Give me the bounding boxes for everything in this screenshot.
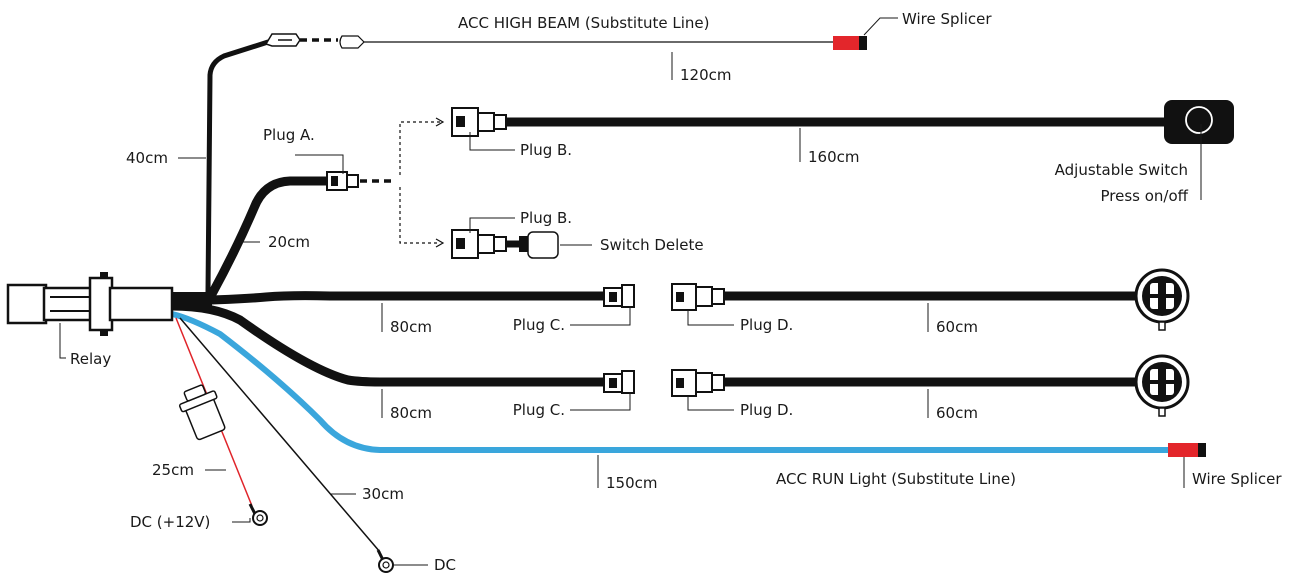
label-60cm-lower: 60cm (936, 404, 978, 422)
branch-dotted-up (399, 121, 440, 175)
label-plug-a: Plug A. (263, 126, 315, 144)
leader-lines (59, 17, 1202, 566)
text-labels: ACC HIGH BEAM (Substitute Line) Wire Spl… (70, 10, 1282, 574)
label-plug-d-lower: Plug D. (740, 401, 793, 419)
label-120cm: 120cm (680, 66, 732, 84)
lower-80-wire (171, 301, 604, 387)
high-beam-ring-terminal (264, 33, 301, 47)
plug-b-top-connector (451, 107, 507, 137)
label-80cm-upper: 80cm (390, 318, 432, 336)
label-20cm: 20cm (268, 233, 310, 251)
label-plug-d-upper: Plug D. (740, 316, 793, 334)
label-adjustable-switch: Adjustable Switch (1055, 161, 1188, 179)
label-60cm-upper: 60cm (936, 318, 978, 336)
label-wire-splicer-bottom: Wire Splicer (1192, 470, 1282, 488)
label-40cm: 40cm (126, 149, 168, 167)
label-dc: DC (434, 556, 456, 574)
lamp-lower (1134, 354, 1190, 417)
label-30cm: 30cm (362, 485, 404, 503)
plug-c-lower-connector (603, 370, 635, 394)
wire-splicer-top (833, 36, 867, 50)
plug-a-connector (326, 171, 359, 191)
arrow-down-head (435, 238, 445, 248)
plug-b-bottom-connector (451, 229, 507, 259)
label-plug-c-lower: Plug C. (513, 401, 565, 419)
plug-c-upper-connector (603, 284, 635, 308)
dc-ring-terminal (376, 549, 394, 573)
label-160cm: 160cm (808, 148, 860, 166)
high-beam-spade-terminal (339, 35, 365, 49)
fuse-holder (178, 384, 226, 441)
wire-splicer-bottom (1168, 443, 1206, 457)
label-wire-splicer-top: Wire Splicer (902, 10, 992, 28)
wires (171, 38, 1168, 553)
upper-80-wire (171, 291, 604, 306)
label-relay: Relay (70, 350, 111, 368)
label-press-on-off: Press on/off (1101, 187, 1189, 205)
relay (6, 272, 212, 336)
switch-delete-cap (519, 231, 559, 259)
plug-d-upper-connector (671, 283, 725, 311)
lamp-upper (1134, 268, 1190, 331)
high-beam-wire (205, 39, 271, 295)
label-plug-b-bottom: Plug B. (520, 209, 572, 227)
label-dc-12v: DC (+12V) (130, 513, 210, 531)
plug-d-lower-connector (671, 369, 725, 397)
dc-12v-ring-terminal (248, 503, 268, 526)
run-light-wire (171, 311, 1168, 453)
label-acc-run-light: ACC RUN Light (Substitute Line) (776, 470, 1016, 488)
plug-a-wire (207, 176, 332, 299)
branch-dotted-down (399, 187, 440, 244)
arrow-up-head (435, 117, 445, 127)
label-plug-c-upper: Plug C. (513, 316, 565, 334)
label-acc-high-beam: ACC HIGH BEAM (Substitute Line) (458, 14, 709, 32)
label-25cm: 25cm (152, 461, 194, 479)
label-switch-delete: Switch Delete (600, 236, 704, 254)
label-150cm: 150cm (606, 474, 658, 492)
ground-wire (179, 317, 381, 553)
label-plug-b-top: Plug B. (520, 141, 572, 159)
adjustable-switch (1164, 100, 1234, 144)
label-80cm-lower: 80cm (390, 404, 432, 422)
